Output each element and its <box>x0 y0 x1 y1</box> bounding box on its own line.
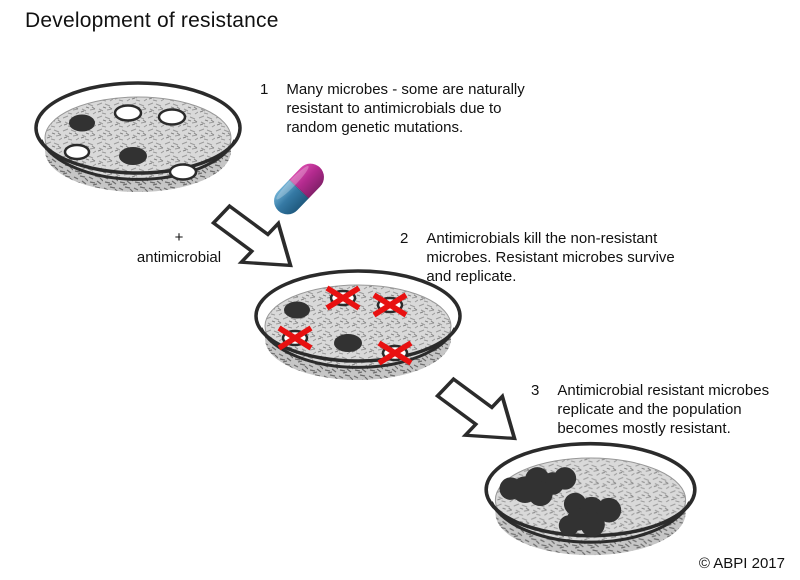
dish-outline <box>254 269 462 369</box>
capsule-blue-half <box>274 179 309 215</box>
step-1-line: resistant to antimicrobials due to <box>286 100 502 117</box>
block-arrow <box>210 203 293 268</box>
step-2: 2 Antimicrobials kill the non-resistant … <box>400 229 675 286</box>
copyright-credit: © ABPI 2017 <box>698 555 785 572</box>
block-arrow <box>434 376 517 441</box>
resistant-colony-cluster-2 <box>558 492 622 537</box>
arrow-step1-to-step2 <box>210 203 293 268</box>
step-2-line: and replicate. <box>426 268 517 285</box>
step-1-line: random genetic mutations. <box>286 119 464 136</box>
step-1-number: 1 <box>260 81 269 98</box>
page-title: Development of resistance <box>25 9 279 32</box>
resistant-microbes <box>284 301 362 352</box>
resistant-colony-cluster-1 <box>499 467 577 507</box>
step-3-line: replicate and the population <box>557 401 742 418</box>
petri-dish-stage-3 <box>484 441 697 556</box>
step-2-number: 2 <box>400 230 409 247</box>
capsule-pink-half <box>289 163 324 199</box>
step-3-line: Antimicrobial resistant microbes <box>557 382 770 399</box>
resistant-microbes <box>69 114 147 165</box>
arrow-step2-to-step3 <box>434 376 517 441</box>
step-1: 1 Many microbes - some are naturally res… <box>260 80 525 137</box>
antimicrobial-label: + antimicrobial <box>131 228 227 268</box>
petri-dish-stage-1 <box>34 81 242 192</box>
dish-outline <box>34 81 242 181</box>
step-3-line: becomes mostly resistant. <box>557 420 731 437</box>
non-resistant-microbes <box>63 104 198 181</box>
step-1-text: Many microbes - some are naturally resis… <box>286 80 524 137</box>
antimicrobial-text: antimicrobial <box>136 249 222 266</box>
step-2-line: Antimicrobials kill the non-resistant <box>426 230 658 247</box>
capsule-highlight <box>276 166 309 200</box>
step-2-line: microbes. Resistant microbes survive <box>426 249 675 266</box>
antimicrobial-capsule-icon <box>274 163 324 215</box>
capsule-seam <box>288 179 310 199</box>
step-3-text: Antimicrobial resistant microbes replica… <box>557 381 769 438</box>
petri-dish-stage-2 <box>254 269 462 380</box>
agar-side <box>265 326 451 380</box>
step-1-line: Many microbes - some are naturally <box>286 81 525 98</box>
plus-sign: + <box>174 229 184 246</box>
step-2-text: Antimicrobials kill the non-resistant mi… <box>426 229 674 286</box>
step-3: 3 Antimicrobial resistant microbes repli… <box>531 381 769 438</box>
agar-side <box>495 499 686 556</box>
red-cross-marks <box>277 285 413 366</box>
step-3-number: 3 <box>531 382 540 399</box>
